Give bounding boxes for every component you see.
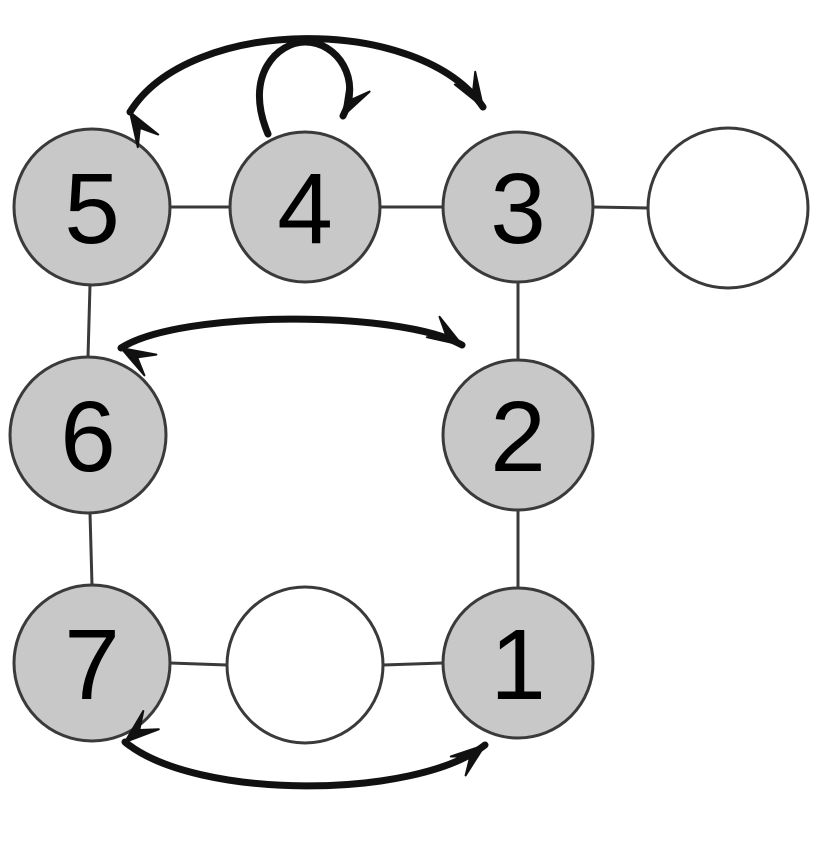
- arrowhead-icon: [449, 744, 486, 777]
- arc-path: [255, 38, 354, 138]
- graph-arc[interactable]: [121, 710, 489, 790]
- graph-node-empty[interactable]: [646, 126, 810, 290]
- node-label: 2: [490, 381, 546, 493]
- node-circle: [8, 355, 168, 515]
- node-label: 5: [64, 153, 120, 265]
- edges-layer: [86, 205, 649, 667]
- node-label: 7: [64, 609, 120, 721]
- node-circle: [12, 127, 172, 287]
- graph-edge: [169, 661, 228, 667]
- graph-self-loop-arc[interactable]: [255, 38, 371, 138]
- arrowhead-icon: [453, 70, 484, 108]
- node-circle: [441, 586, 595, 740]
- arrowhead-icon: [120, 347, 158, 377]
- arrowhead-icon: [342, 79, 371, 117]
- node-label: 3: [490, 153, 546, 265]
- node-label: 1: [490, 609, 546, 721]
- arc-path: [117, 315, 466, 352]
- graph-edge: [88, 512, 94, 586]
- node-circle: [12, 583, 172, 743]
- node-label: 6: [60, 381, 116, 493]
- arcs-layer: [117, 35, 489, 790]
- graph-edge: [86, 284, 92, 358]
- arc-path: [121, 738, 489, 790]
- graph-node-6[interactable]: 6: [8, 355, 168, 515]
- arc-path: [126, 35, 487, 116]
- graph-arc[interactable]: [117, 315, 466, 377]
- arrowhead-icon: [124, 710, 160, 743]
- graph-node-7[interactable]: 7: [12, 583, 172, 743]
- graph-node-1[interactable]: 1: [441, 586, 595, 740]
- node-circle: [225, 585, 385, 745]
- node-circle: [228, 130, 382, 284]
- graph-edge: [592, 205, 649, 210]
- graph-node-empty[interactable]: [225, 585, 385, 745]
- node-circle: [441, 358, 595, 512]
- node-circle: [441, 130, 595, 284]
- graph-edge: [382, 661, 444, 667]
- nodes-layer: 5 4 3 6 2 7 1: [8, 126, 810, 745]
- arrowhead-icon: [425, 315, 463, 346]
- node-label: 4: [277, 153, 333, 265]
- node-circle: [646, 126, 810, 290]
- graph-node-5[interactable]: 5: [12, 127, 172, 287]
- arrowhead-icon: [129, 111, 160, 149]
- graph-node-4[interactable]: 4: [228, 130, 382, 284]
- graph-node-3[interactable]: 3: [441, 130, 595, 284]
- graph-node-2[interactable]: 2: [441, 358, 595, 512]
